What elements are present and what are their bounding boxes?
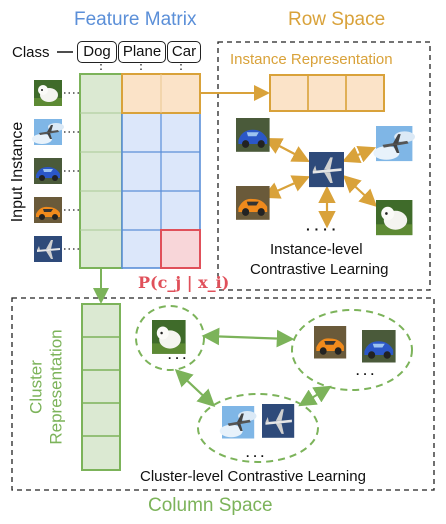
- class-dog: Dog: [77, 41, 117, 63]
- class-label: Class: [12, 44, 50, 61]
- cluster-plane-image: [219, 406, 257, 439]
- cluster-dog-image: [152, 320, 186, 354]
- neighbor-orangecar-image: [236, 186, 270, 220]
- column-space-panel: [11, 297, 435, 491]
- cluster-representation-label: Cluster Representation: [26, 329, 65, 444]
- input-dog-image: [34, 80, 62, 106]
- cluster-dots-plane: · · ·: [246, 449, 265, 463]
- cluster-dots-dog: · · ·: [168, 351, 187, 365]
- cluster-dots-car: · · ·: [356, 367, 375, 381]
- cluster-plane: [197, 393, 319, 463]
- cluster-jet-image: [262, 404, 295, 438]
- cluster-bluecar-image: [362, 330, 396, 363]
- column-space-title: Column Space: [148, 495, 273, 516]
- input-instance-label: Input Instance: [9, 121, 26, 223]
- input-jet-image: [34, 236, 62, 262]
- neighbor-plane-image: [373, 126, 415, 162]
- row-space-panel: [217, 41, 431, 291]
- neighbor-dog-image: [376, 200, 413, 236]
- feature-matrix-title: Feature Matrix: [74, 9, 197, 30]
- cluster-label-line1: Cluster: [26, 360, 46, 414]
- class-plane: Plane: [118, 41, 166, 63]
- instance-representation-title: Instance Representation: [230, 51, 393, 68]
- matrix-probability-cell: [160, 229, 201, 269]
- cluster-car: [291, 309, 413, 391]
- cluster-representation-box: [81, 303, 121, 471]
- anchor-jet-image: [309, 152, 344, 188]
- row-space-title: Row Space: [288, 9, 386, 30]
- matrix-dog-column: [79, 73, 123, 269]
- input-bluecar-image: [34, 158, 62, 184]
- probability-label: P(c_j | x_i): [138, 273, 230, 292]
- instance-caption-line2: Contrastive Learning: [250, 261, 389, 278]
- input-plane-image: [32, 119, 64, 145]
- cluster-orangecar-image: [314, 326, 347, 359]
- instance-representation-box: [269, 74, 385, 112]
- cluster-label-line2: Representation: [46, 329, 65, 445]
- class-car: Car: [167, 41, 201, 63]
- instance-dots: · · · ·: [306, 221, 337, 237]
- neighbor-bluecar-image: [236, 118, 270, 152]
- cluster-caption: Cluster-level Contrastive Learning: [140, 468, 366, 485]
- input-orangecar-image: [34, 197, 62, 223]
- instance-caption-line1: Instance-level: [270, 241, 363, 258]
